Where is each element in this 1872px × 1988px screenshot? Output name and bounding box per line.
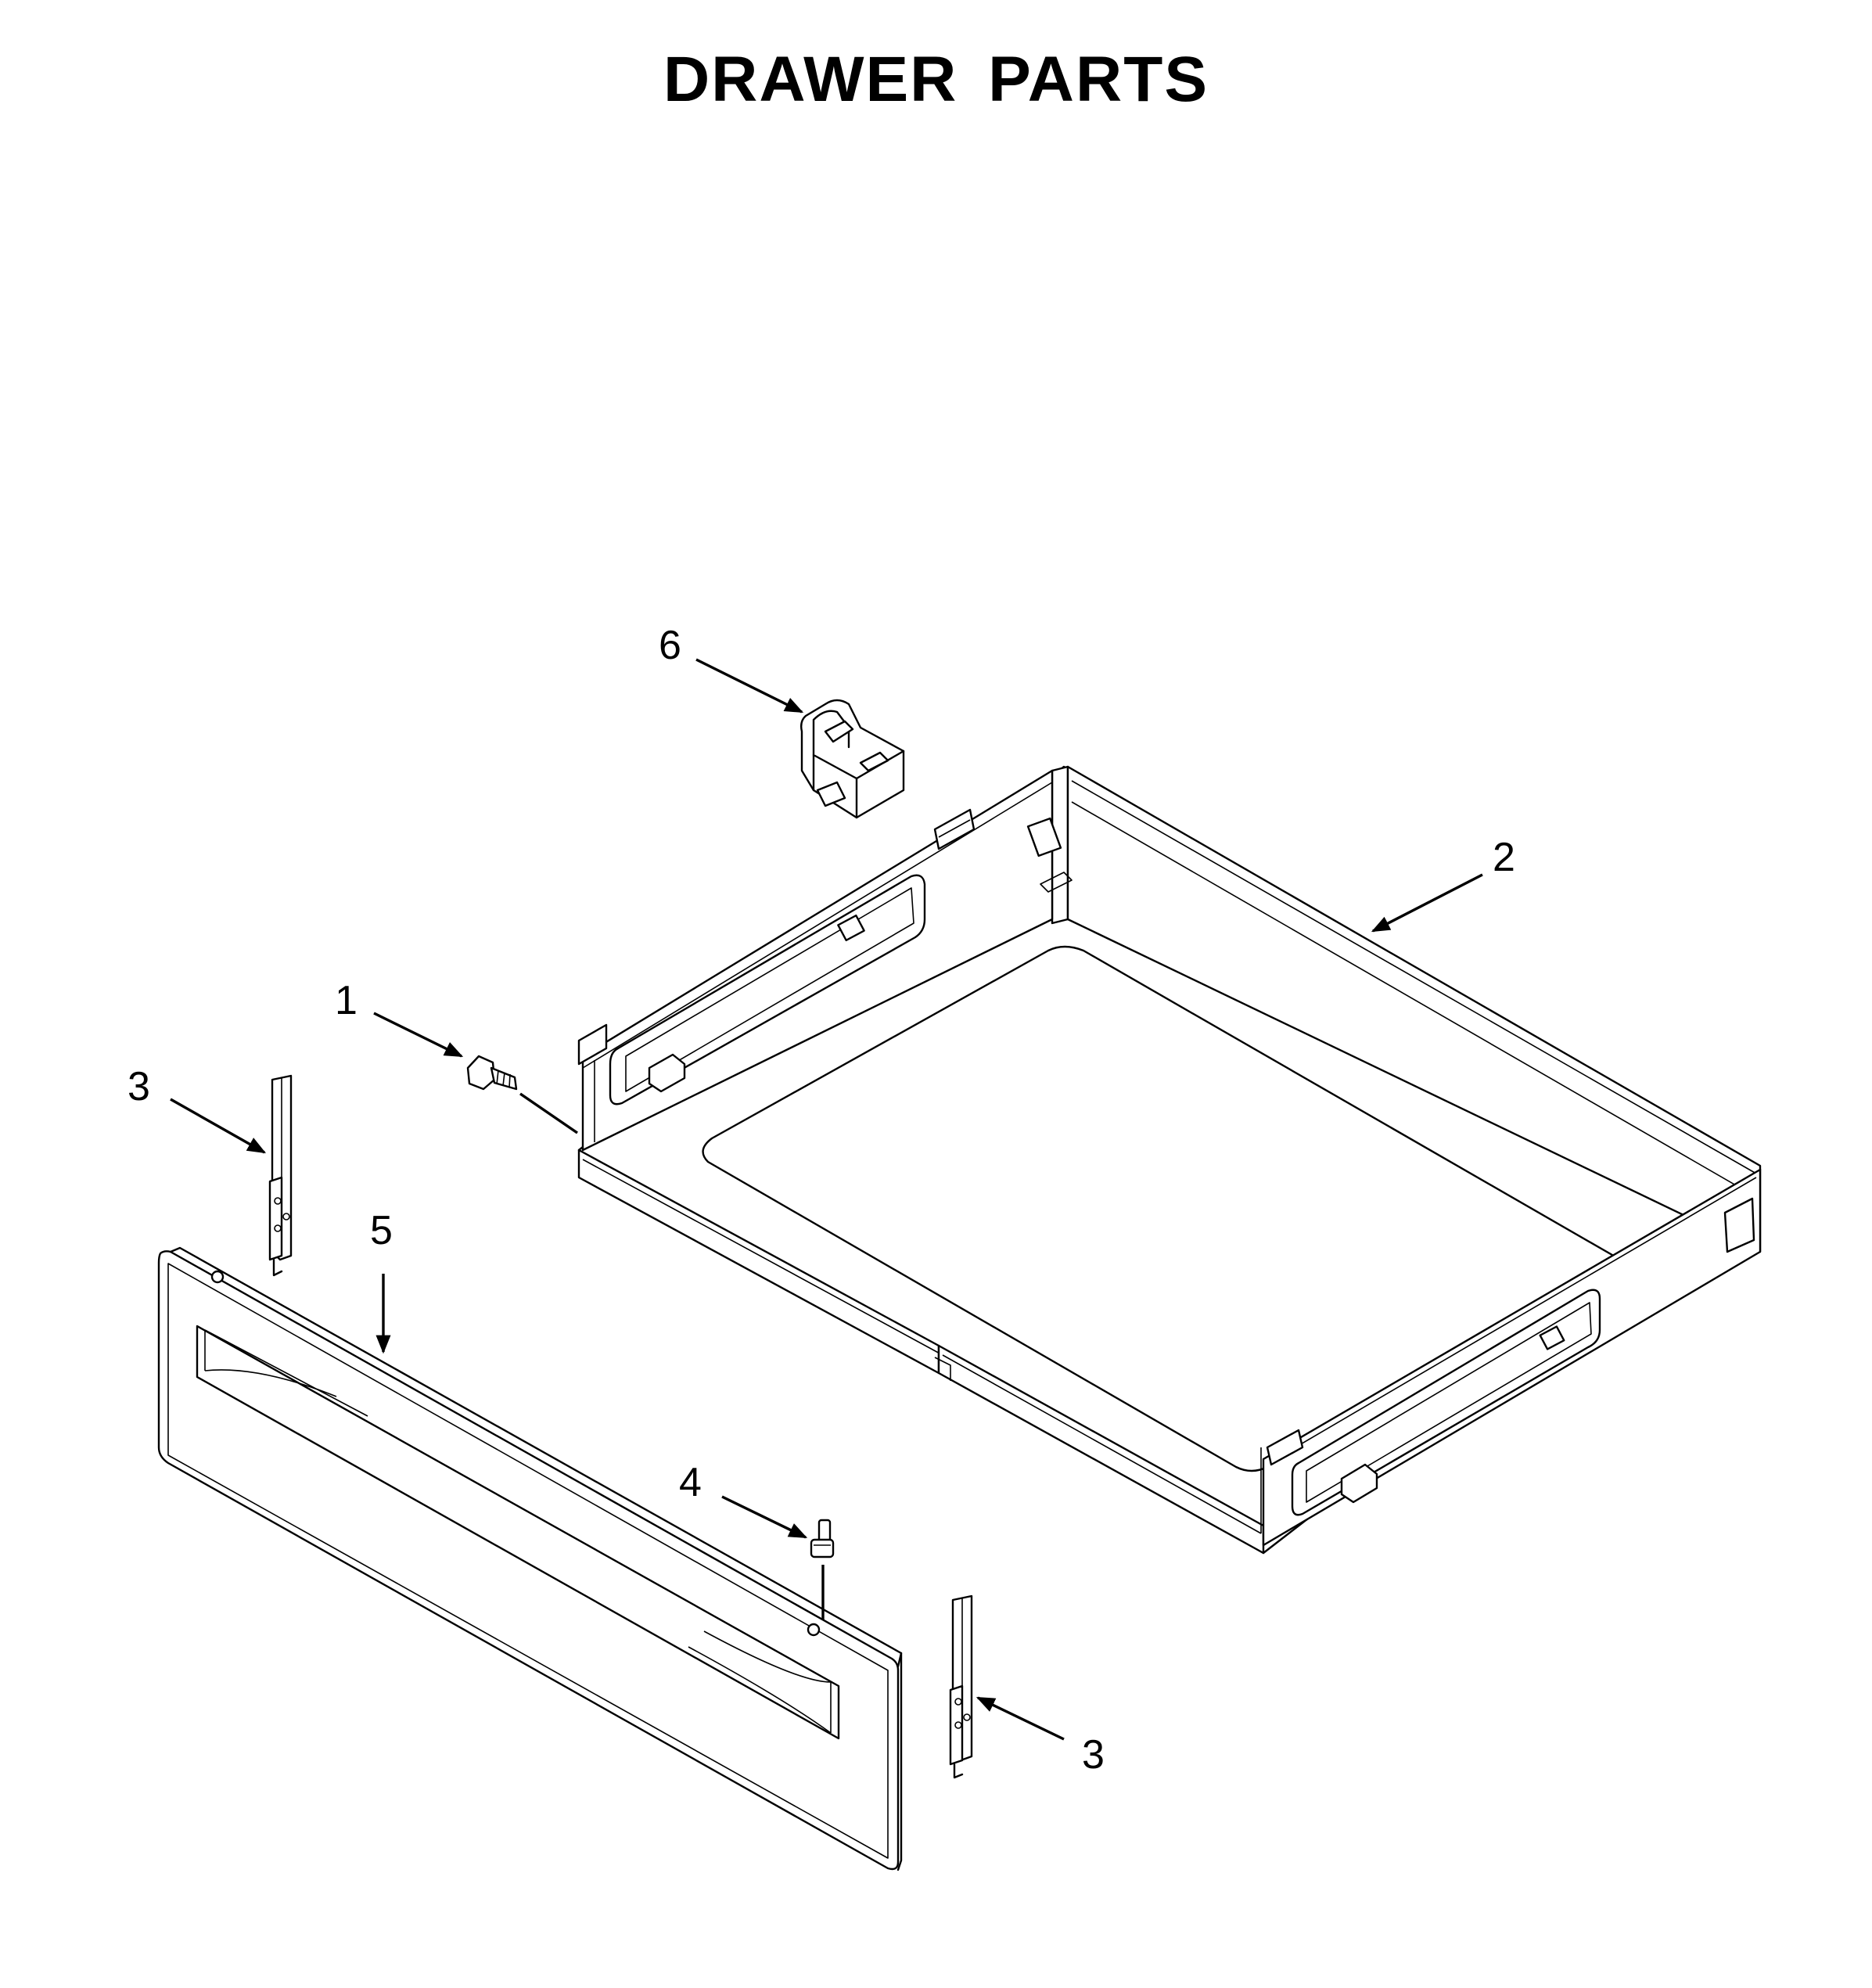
callout-5: 5 (370, 1208, 393, 1253)
leader-arrow-6 (695, 658, 804, 714)
stop-bracket-icon[interactable] (799, 699, 905, 819)
leader-arrow-2 (1371, 873, 1483, 933)
leader-arrow-3-left (170, 1098, 267, 1154)
page-title: DRAWER PARTS (663, 44, 1209, 115)
callout-group: 6 2 1 3 5 4 3 (128, 623, 1515, 1778)
callout-2: 2 (1493, 835, 1515, 880)
callout-6: 6 (659, 623, 681, 668)
callout-3-left: 3 (128, 1064, 150, 1109)
leader-arrow-1 (373, 1012, 464, 1058)
screw-icon[interactable] (466, 1055, 578, 1134)
drawer-slide-rail-icon[interactable] (268, 1074, 293, 1277)
drawer-body-icon[interactable] (577, 765, 1762, 1555)
callout-4: 4 (679, 1460, 702, 1505)
leader-arrow-3-right (976, 1696, 1065, 1741)
drawer-front-panel-icon[interactable] (157, 1246, 903, 1871)
callout-3-right: 3 (1082, 1732, 1105, 1778)
callout-1: 1 (335, 978, 358, 1023)
drawer-slide-rail-icon-right[interactable] (949, 1594, 973, 1779)
leader-arrow-4 (721, 1495, 808, 1539)
